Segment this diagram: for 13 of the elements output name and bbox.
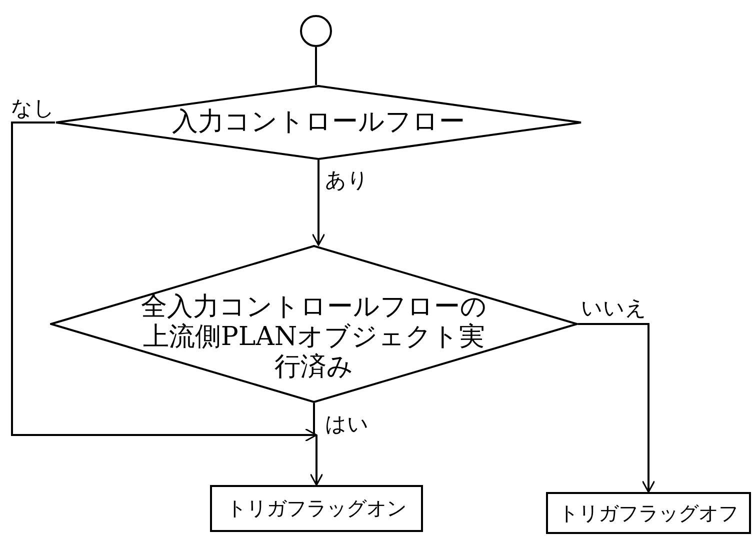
- connector-line: [313, 403, 315, 435]
- arrow: [312, 160, 326, 246]
- connector-line: [315, 47, 317, 85]
- decision-diamond: [55, 85, 582, 160]
- arrow: [11, 122, 318, 442]
- decision-text: 入力コントロールフロー: [171, 107, 466, 137]
- process-box: トリガフラッグオフ: [546, 492, 751, 534]
- arrow: [310, 435, 324, 486]
- decision-diamond: [50, 245, 578, 403]
- arrow: [578, 323, 656, 493]
- process-box: トリガフラッグオン: [210, 485, 423, 532]
- decision-text: 全入力コントロールフローの上流側PLANオブジェクト実行済み: [140, 292, 488, 382]
- start-circle: [300, 15, 332, 47]
